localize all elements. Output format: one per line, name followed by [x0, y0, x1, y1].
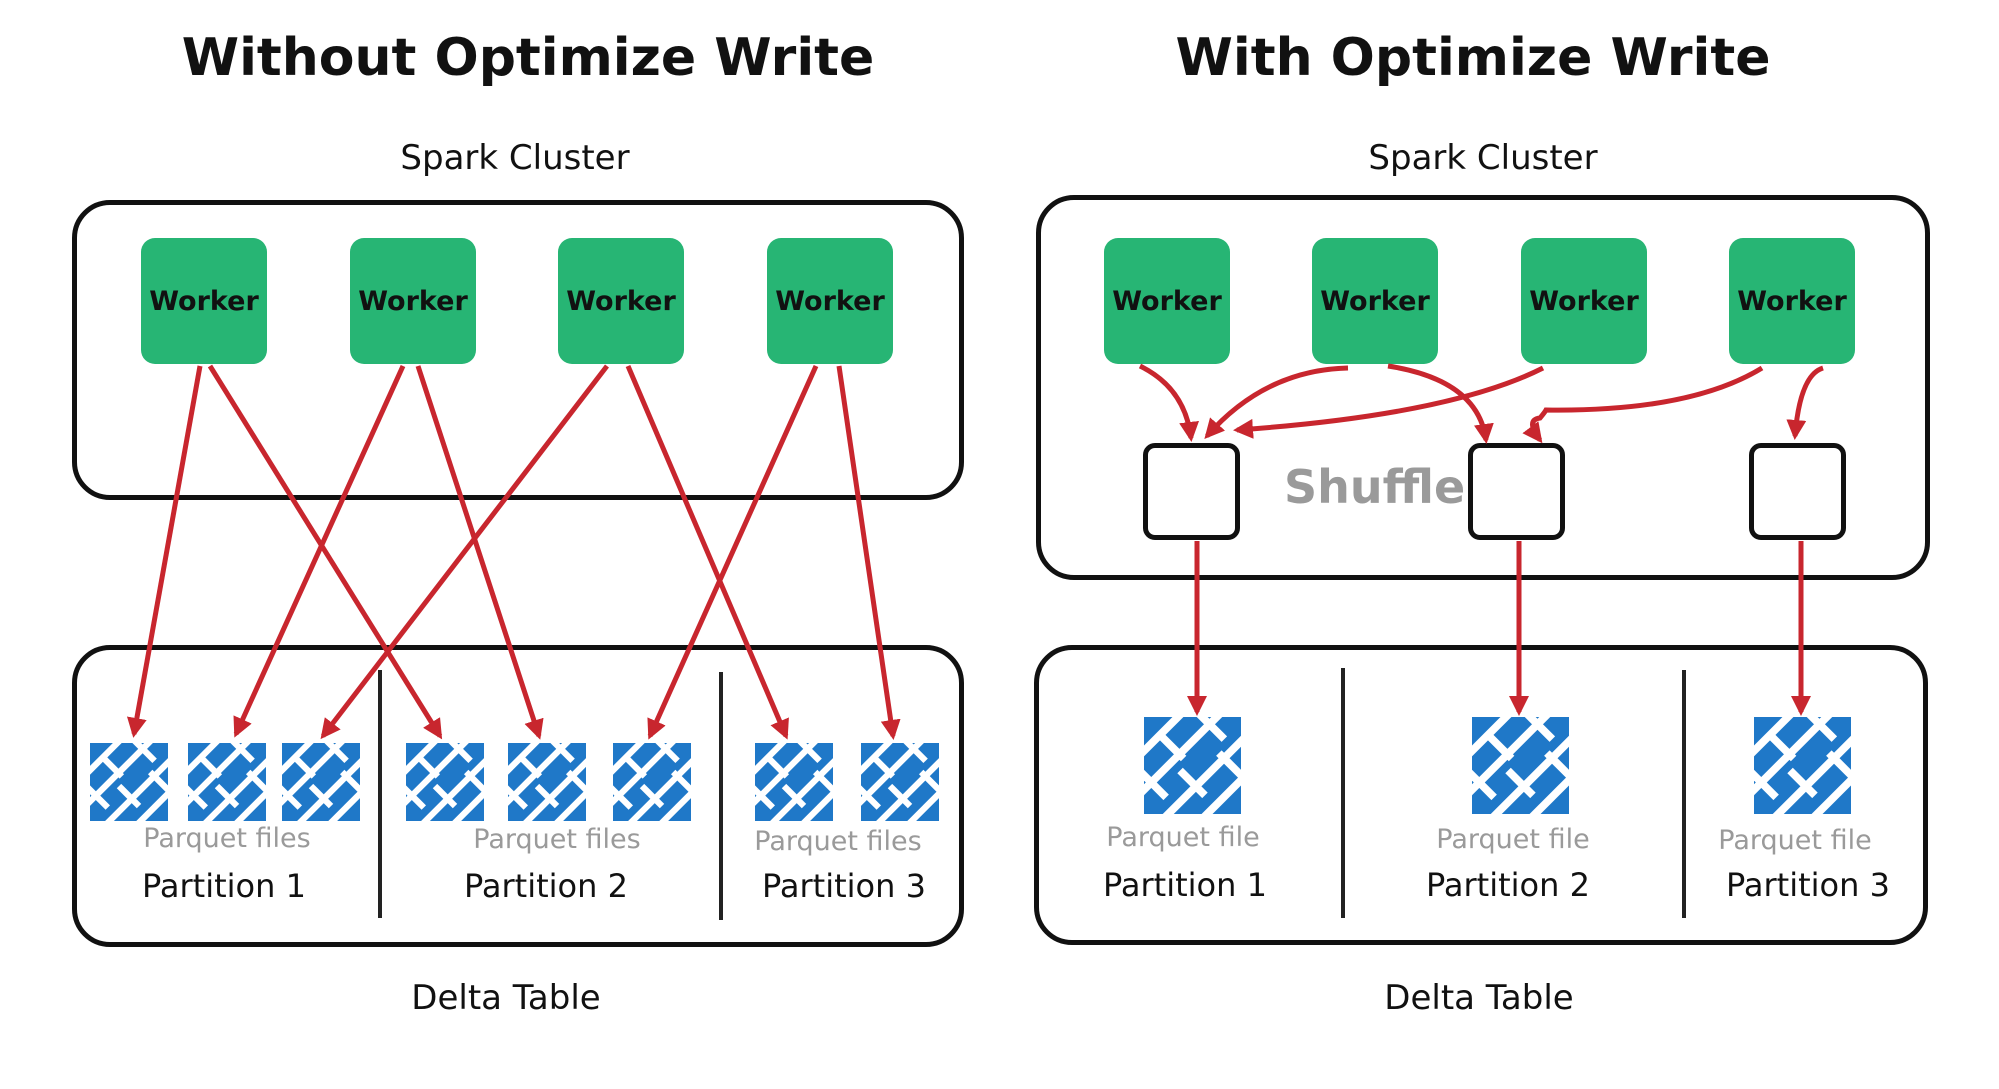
shuffle-box-1: [1143, 443, 1240, 540]
worker-label: Worker: [149, 285, 259, 317]
right-p3-files-label: Parquet file: [1718, 825, 1872, 856]
parquet-file-icon: [1456, 701, 1585, 830]
right-p2-files-label: Parquet file: [1436, 824, 1590, 855]
right-worker-3: Worker: [1521, 238, 1647, 364]
worker-label: Worker: [1112, 285, 1222, 317]
parquet-file-icon: [393, 730, 497, 834]
right-worker-2: Worker: [1312, 238, 1438, 364]
left-worker-1: Worker: [141, 238, 267, 364]
right-p1-label: Partition 1: [1103, 866, 1267, 904]
left-cluster-label: Spark Cluster: [400, 138, 630, 178]
left-p2-label: Partition 2: [464, 867, 628, 905]
right-p1-files-label: Parquet file: [1106, 822, 1260, 853]
worker-label: Worker: [1737, 285, 1847, 317]
shuffle-label: Shuffle: [1284, 460, 1466, 514]
parquet-file-icon: [600, 730, 704, 834]
shuffle-box-3: [1749, 443, 1846, 540]
parquet-file-icon: [269, 730, 373, 834]
parquet-file-icon: [848, 730, 952, 834]
left-partition-divider-2: [719, 672, 723, 920]
right-partition-divider-2: [1682, 670, 1686, 918]
parquet-file-icon: [742, 730, 846, 834]
worker-label: Worker: [1320, 285, 1430, 317]
right-title: With Optimize Write: [1175, 28, 1771, 88]
right-p3-label: Partition 3: [1726, 866, 1890, 904]
left-p2-files-label: Parquet files: [473, 824, 641, 855]
left-worker-4: Worker: [767, 238, 893, 364]
right-worker-4: Worker: [1729, 238, 1855, 364]
right-cluster-label: Spark Cluster: [1368, 138, 1598, 178]
left-worker-2: Worker: [350, 238, 476, 364]
parquet-file-icon: [77, 730, 181, 834]
right-table-label: Delta Table: [1384, 978, 1574, 1018]
left-table-label: Delta Table: [411, 978, 601, 1018]
left-title: Without Optimize Write: [181, 28, 875, 88]
left-p3-label: Partition 3: [762, 867, 926, 905]
left-p1-label: Partition 1: [142, 867, 306, 905]
worker-label: Worker: [1529, 285, 1639, 317]
left-p1-files-label: Parquet files: [143, 823, 311, 854]
shuffle-box-2: [1468, 443, 1565, 540]
worker-label: Worker: [358, 285, 468, 317]
right-p2-label: Partition 2: [1426, 866, 1590, 904]
parquet-file-icon: [175, 730, 279, 834]
right-worker-1: Worker: [1104, 238, 1230, 364]
parquet-file-icon: [1128, 701, 1257, 830]
parquet-file-icon: [1738, 701, 1867, 830]
left-worker-3: Worker: [558, 238, 684, 364]
worker-label: Worker: [775, 285, 885, 317]
parquet-file-icon: [495, 730, 599, 834]
left-partition-divider-1: [378, 670, 382, 918]
worker-label: Worker: [566, 285, 676, 317]
right-partition-divider-1: [1341, 668, 1345, 918]
left-p3-files-label: Parquet files: [754, 826, 922, 857]
